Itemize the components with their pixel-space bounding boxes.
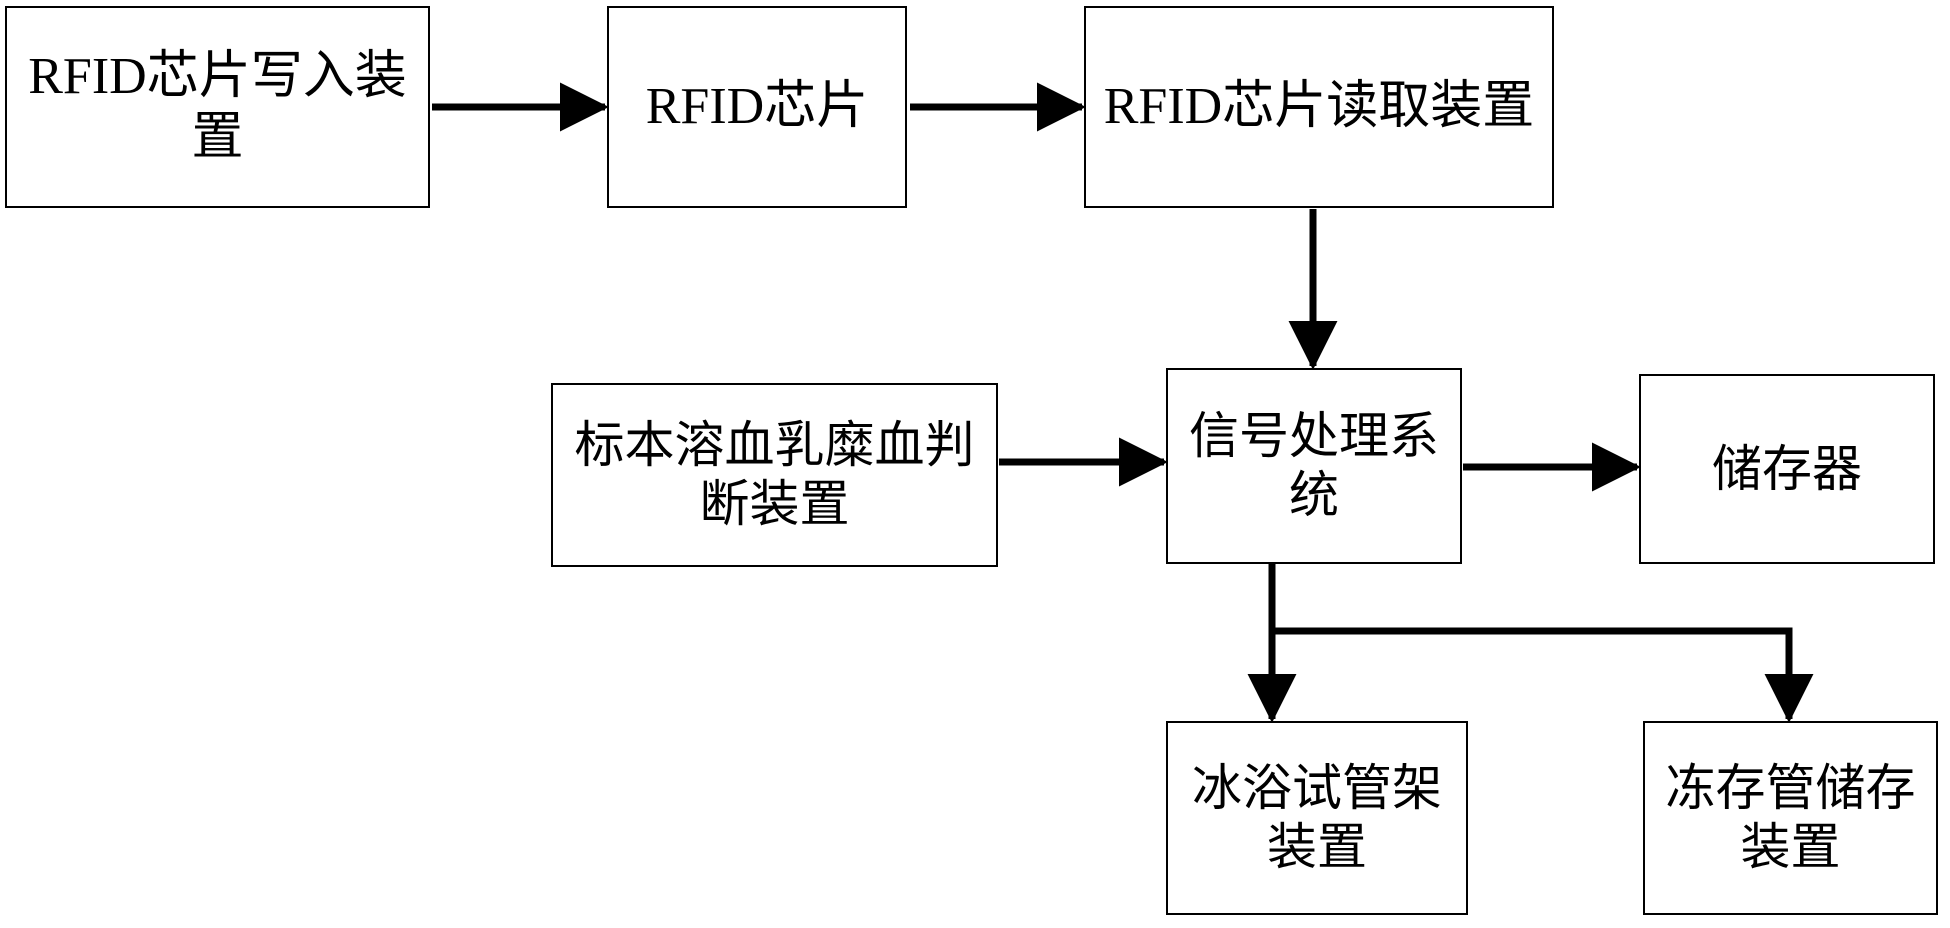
node-label-cryo-storage: 冻存管储存装置 xyxy=(1665,760,1916,875)
node-cryotube-storage-device: 冻存管储存装置 xyxy=(1643,721,1938,915)
node-ice-bath-tube-rack-device: 冰浴试管架装置 xyxy=(1166,721,1468,915)
node-rfid-chip: RFID芯片 xyxy=(607,6,907,208)
node-rfid-chip-reader: RFID芯片读取装置 xyxy=(1084,6,1554,208)
node-label-ice-bath: 冰浴试管架装置 xyxy=(1192,760,1442,875)
node-rfid-chip-writer: RFID芯片写入装置 xyxy=(5,6,430,208)
node-label-signal-system: 信号处理系统 xyxy=(1189,408,1439,523)
edge-signal-to-cryostorage xyxy=(1272,627,1814,723)
node-specimen-hemolysis-judgment-device: 标本溶血乳糜血判断装置 xyxy=(551,383,998,567)
node-label-memory: 储存器 xyxy=(1712,440,1862,497)
node-label-hemolysis: 标本溶血乳糜血判断装置 xyxy=(574,417,975,532)
node-signal-processing-system: 信号处理系统 xyxy=(1166,368,1462,564)
node-label-rfid-reader: RFID芯片读取装置 xyxy=(1103,78,1535,136)
node-label-rfid-writer: RFID芯片写入装置 xyxy=(28,47,407,166)
node-memory-storage: 储存器 xyxy=(1639,374,1935,564)
node-label-rfid-chip: RFID芯片 xyxy=(645,78,869,136)
